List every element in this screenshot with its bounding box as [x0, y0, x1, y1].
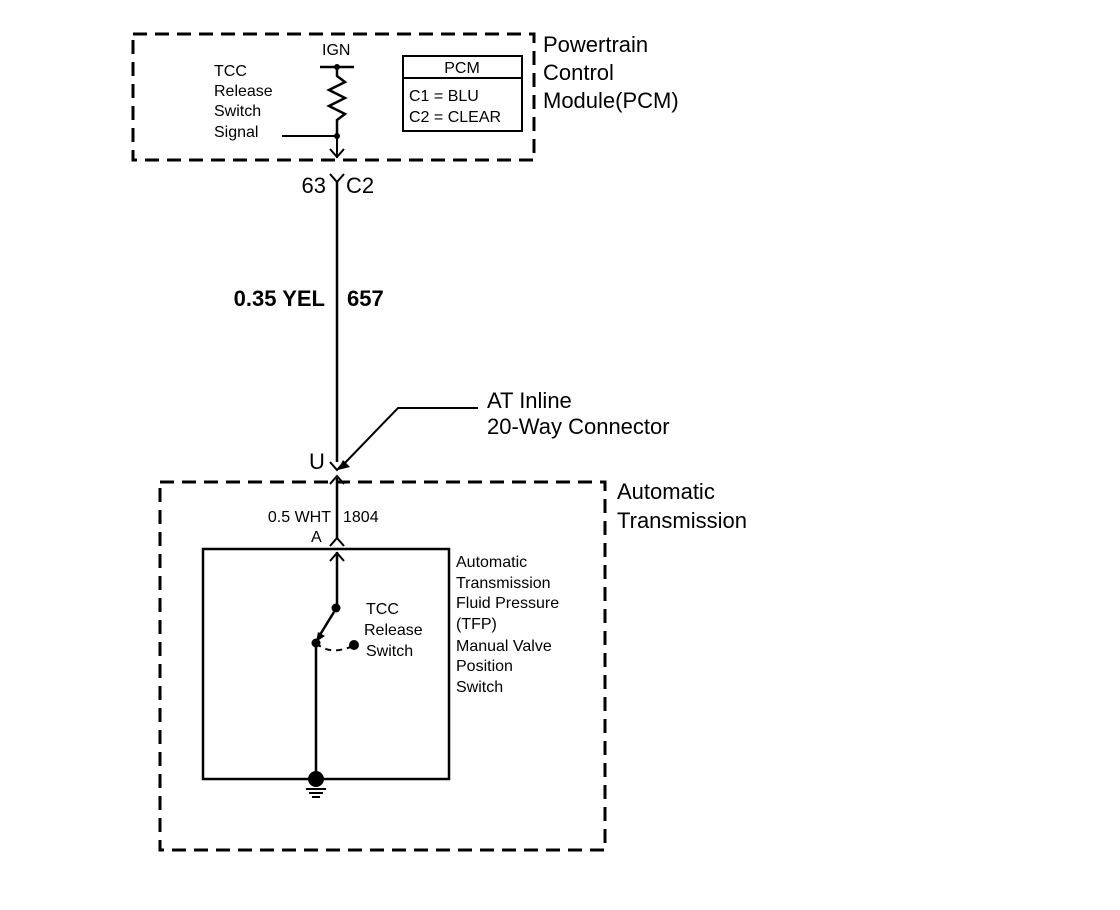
tcc-switch-label-line-3: Switch [366, 643, 413, 660]
tfp-label-line-3: Fluid Pressure [456, 595, 559, 612]
tcc-switch-label-line-2: Release [364, 622, 423, 639]
c2-connector-label: C2 [346, 173, 374, 198]
signal-label-line-4: Signal [214, 124, 258, 141]
pin-a-label: A [311, 529, 322, 546]
switch-feed-arrow [329, 551, 345, 562]
tfp-label-line-5: Manual Valve [456, 638, 552, 655]
pcm-box-line-2: C2 = CLEAR [409, 109, 501, 126]
tcc-switch-label-line-1: TCC [366, 601, 399, 618]
pcm-box-line-1: C1 = BLU [409, 88, 479, 105]
pullup-resistor [326, 67, 348, 136]
switch-alt-path [315, 642, 354, 652]
tfp-label-line-1: Automatic [456, 554, 527, 571]
signal-label-line-3: Switch [214, 103, 261, 120]
pcm-module-label-line-3: Module(PCM) [543, 88, 679, 113]
upper-wire-gauge-label: 0.35 YEL [234, 286, 325, 311]
lower-wire-circuit-label: 1804 [343, 509, 379, 526]
inline-connector-label-line-1: AT Inline [487, 388, 572, 413]
connector-leader-arrowhead [338, 460, 350, 470]
transmission-label-line-1: Automatic [617, 479, 715, 504]
signal-label-line-2: Release [214, 83, 273, 100]
pcm-terminal [329, 148, 345, 159]
tfp-label-line-6: Position [456, 658, 513, 675]
inline-connector-label-line-2: 20-Way Connector [487, 414, 670, 439]
transmission-enclosure [158, 480, 607, 852]
signal-label-line-1: TCC [214, 63, 247, 80]
tfp-label-line-7: Switch [456, 679, 503, 696]
pcm-info-box [402, 55, 523, 132]
tfp-label-line-2: Transmission [456, 575, 551, 592]
tfp-switch-box [201, 547, 451, 781]
connector-leader [341, 407, 478, 467]
ign-label: IGN [322, 42, 350, 59]
pcm-module-label-line-2: Control [543, 60, 614, 85]
inline-pin-label: U [309, 449, 325, 474]
pcm-box-title: PCM [444, 60, 480, 77]
switch-upper-contact [331, 603, 341, 613]
transmission-label-line-2: Transmission [617, 508, 747, 533]
ground-node [308, 771, 324, 787]
c2-terminal [329, 173, 345, 184]
tfp-label-line-4: (TFP) [456, 616, 497, 633]
upper-wire-circuit-label: 657 [347, 286, 384, 311]
pcm-module-label-line-1: Powertrain [543, 32, 648, 57]
switch-alt-contact [349, 640, 359, 650]
lower-wire-gauge-label: 0.5 WHT [268, 509, 331, 526]
pcm-enclosure [131, 32, 536, 162]
pin-a-terminal [329, 536, 345, 547]
c2-pin-label: 63 [302, 173, 326, 198]
